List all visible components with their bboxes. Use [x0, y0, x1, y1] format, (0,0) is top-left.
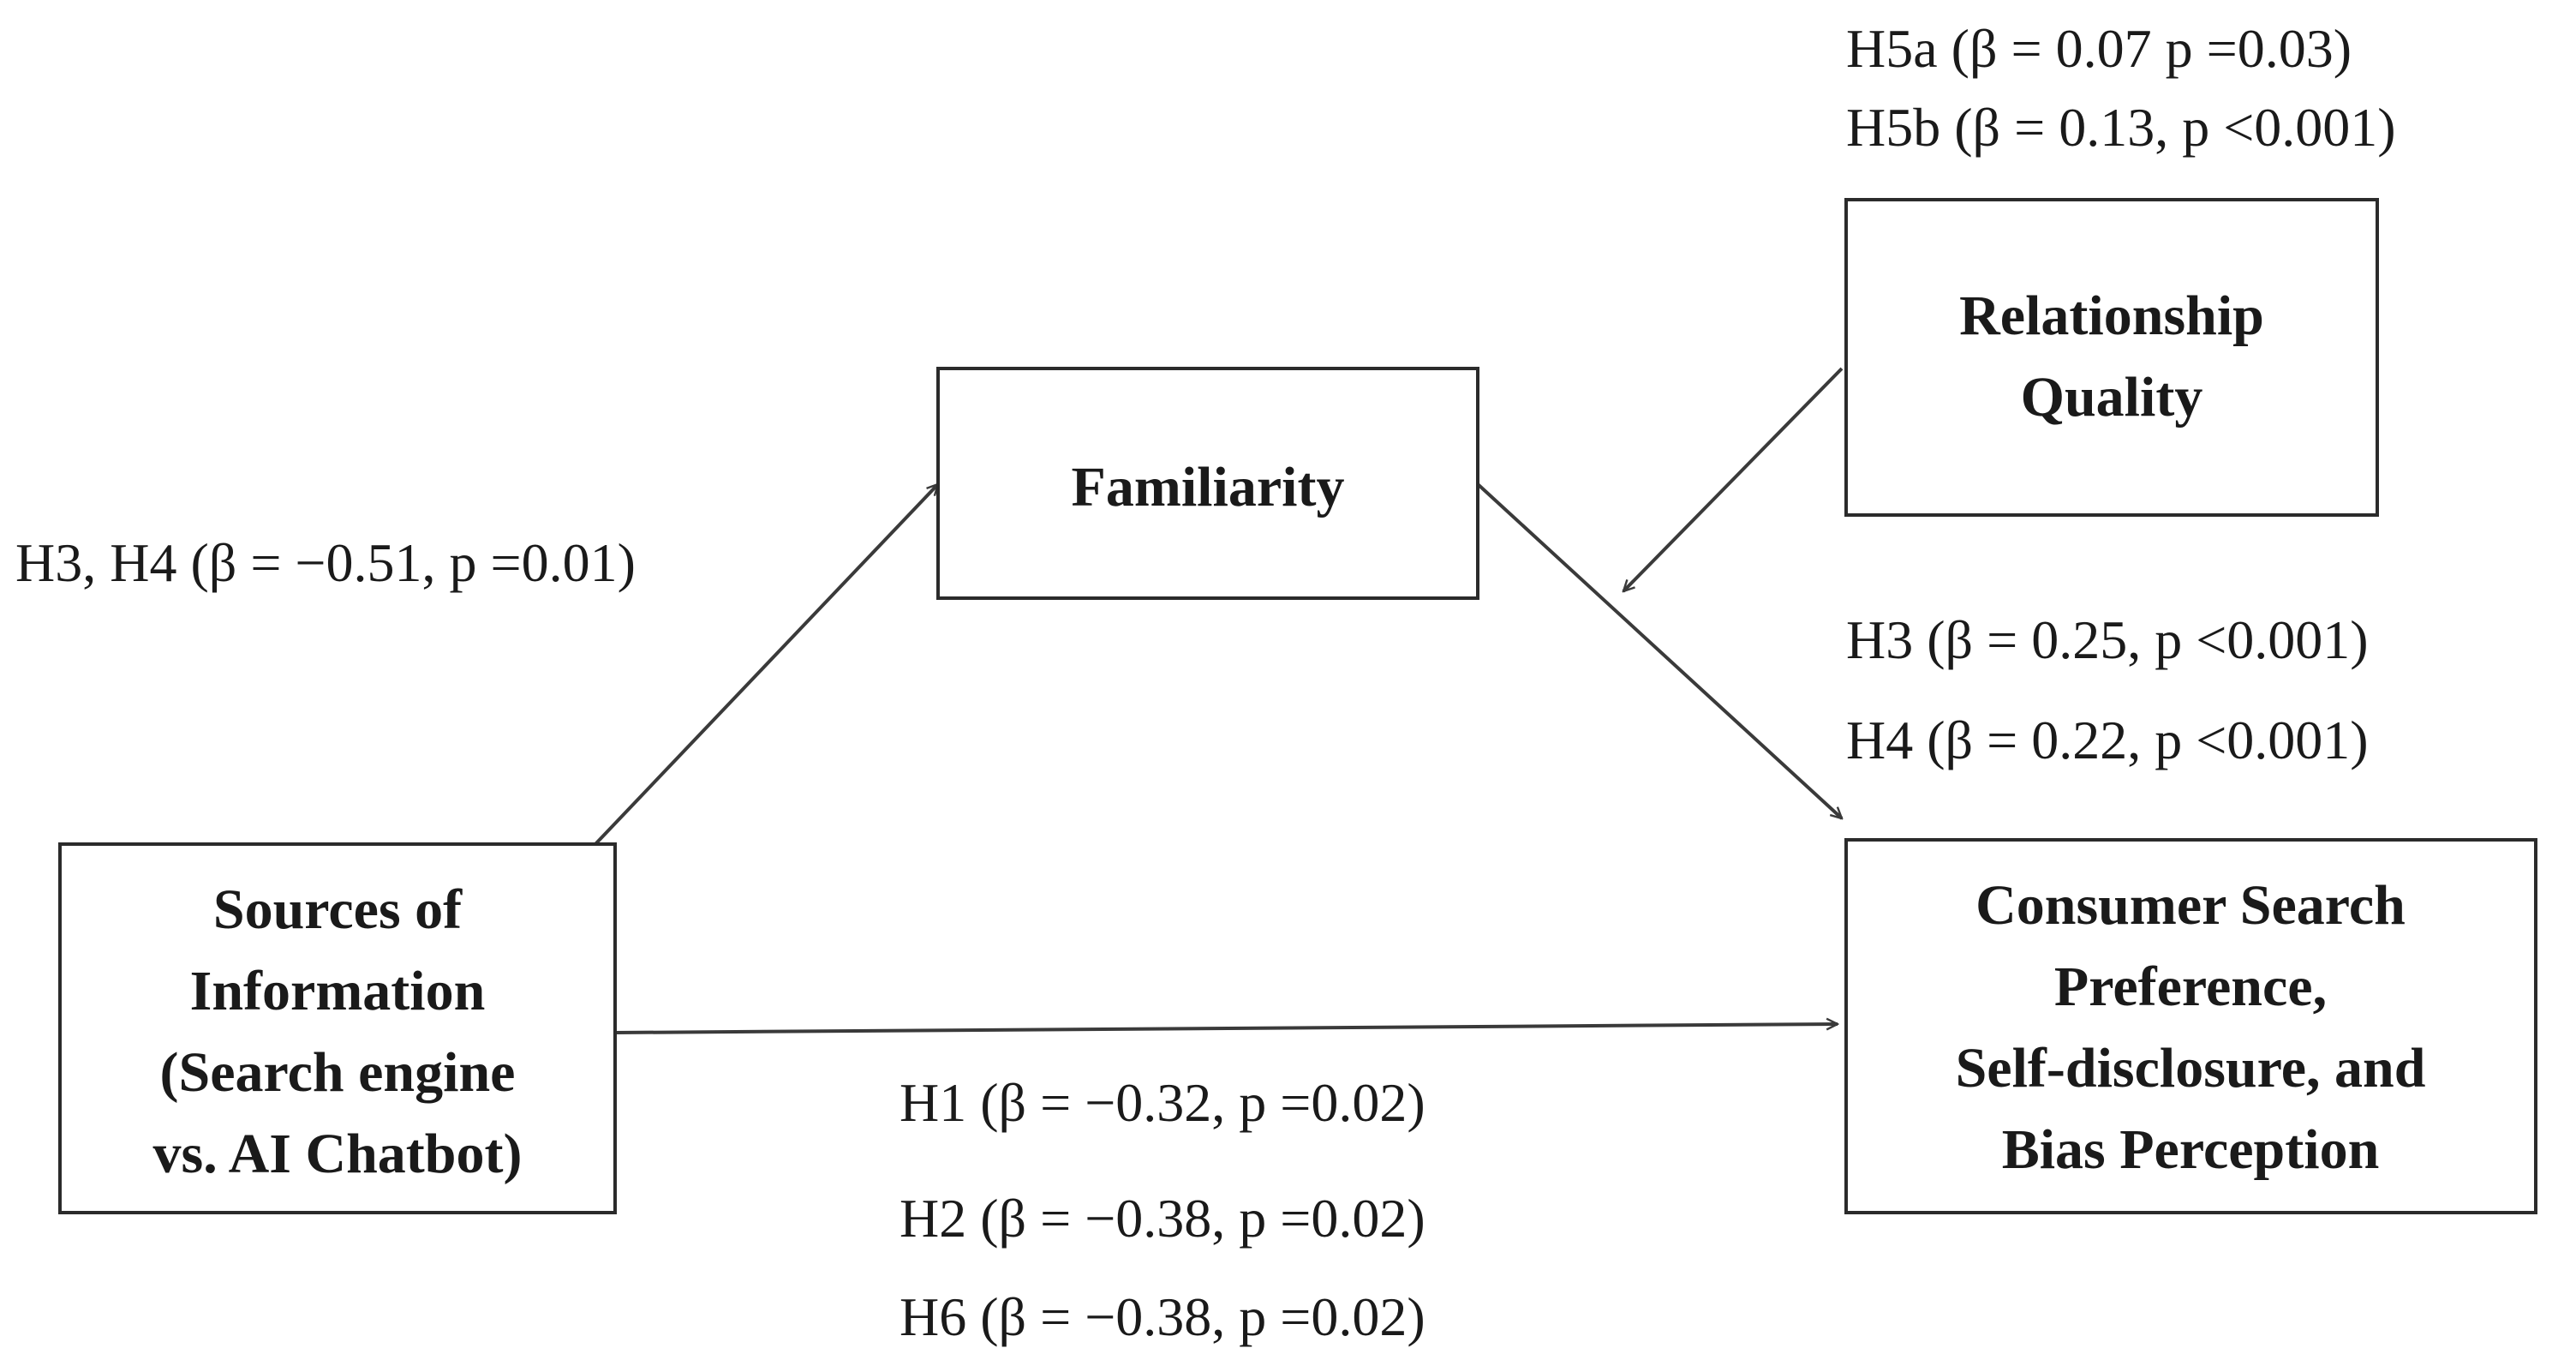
edge-sources-to-familiarity [594, 484, 938, 846]
node-label-line: Quality [2021, 366, 2203, 428]
coef-label-h3-h4-left: H3, H4 (β = −0.51, p =0.01) [15, 532, 636, 593]
edge-familiarity-to-consumer [1476, 482, 1842, 818]
coef-label-h4-right: H4 (β = 0.22, p <0.001) [1846, 710, 2369, 770]
coef-label-h5b: H5b (β = 0.13, p <0.001) [1846, 97, 2396, 158]
coef-label-h1: H1 (β = −0.32, p =0.02) [900, 1072, 1425, 1133]
node-label-line: Preference, [2054, 956, 2327, 1018]
node-consumer-search-preference: Consumer Search Preference, Self-disclos… [1844, 838, 2537, 1214]
node-label-line: vs. AI Chatbot) [153, 1123, 523, 1185]
node-sources-of-information: Sources of Information (Search engine vs… [58, 842, 617, 1214]
node-familiarity: Familiarity [936, 367, 1479, 600]
node-label-line: Self-disclosure, and [1956, 1037, 2426, 1099]
edge-sources-to-consumer [614, 1024, 1838, 1034]
coef-label-h5a: H5a (β = 0.07 p =0.03) [1846, 18, 2352, 79]
coef-label-h2: H2 (β = −0.38, p =0.02) [900, 1188, 1425, 1249]
node-label-line: Relationship [1959, 285, 2264, 347]
node-label-line: Bias Perception [2002, 1118, 2380, 1181]
node-relationship-quality: Relationship Quality [1844, 198, 2379, 517]
coef-label-h3-right: H3 (β = 0.25, p <0.001) [1846, 609, 2369, 670]
node-label-line: Information [190, 960, 486, 1022]
coef-label-h6: H6 (β = −0.38, p =0.02) [900, 1286, 1425, 1347]
node-label-line: Familiarity [1072, 456, 1345, 518]
node-label-line: (Search engine [160, 1041, 516, 1104]
node-label-line: Sources of [213, 878, 463, 941]
edge-relationship-to-familiarity-path [1623, 367, 1844, 591]
node-label-line: Consumer Search [1975, 874, 2406, 937]
